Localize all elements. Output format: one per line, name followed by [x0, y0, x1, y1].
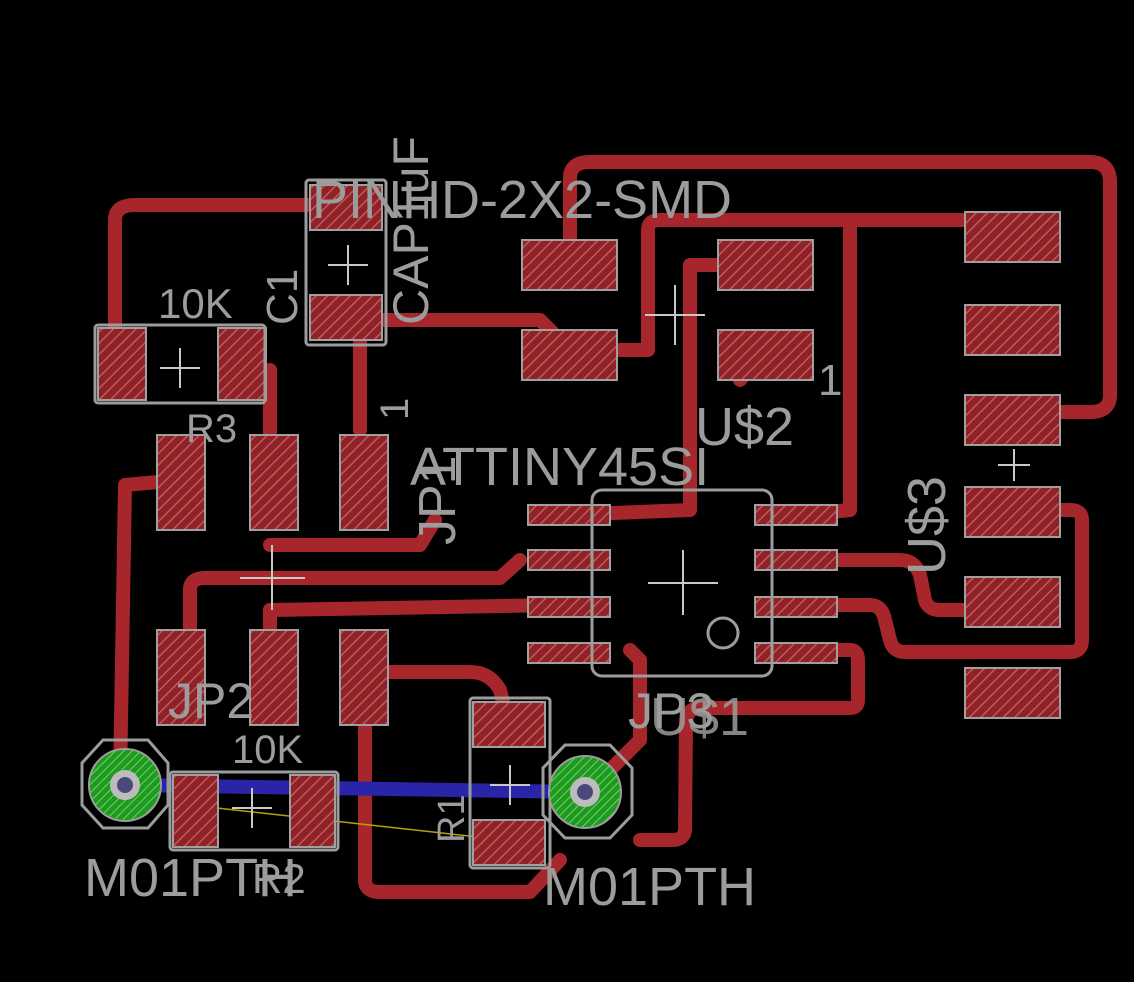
label-attiny: ATTINY45SI	[410, 437, 709, 497]
label-r2: R2	[252, 855, 306, 902]
label-jp2: JP2	[168, 673, 254, 729]
label-us2: U$2	[695, 397, 794, 457]
silkscreen-labels: PINHD-2X2-SMD CAP1uF C1 10K R3 1 1 JP1 A…	[84, 136, 957, 917]
airwire	[189, 804, 506, 841]
label-us3: U$3	[897, 476, 957, 575]
label-m01pth-left: M01PTH	[84, 848, 297, 908]
label-m01pth-right: M01PTH	[543, 857, 756, 917]
label-pinhd: PINHD-2X2-SMD	[312, 170, 732, 230]
label-pin1-b: 1	[373, 398, 417, 420]
smd-pads[interactable]	[97, 184, 1061, 866]
label-cap-value: CAP1uF	[383, 136, 439, 325]
label-us1: U$1	[650, 687, 749, 747]
label-jp1: JP1	[409, 455, 467, 545]
label-pin1-a: 1	[818, 356, 842, 405]
origin-crosses	[160, 245, 1030, 828]
label-r3-value: 10K	[158, 280, 233, 327]
via-left[interactable]	[88, 748, 162, 822]
label-r2-value: 10K	[232, 728, 303, 772]
label-c1: C1	[258, 269, 307, 325]
label-r1: R1	[431, 794, 473, 843]
label-r3: R3	[186, 407, 237, 451]
label-jp3: JP3	[628, 683, 714, 739]
via-right[interactable]	[548, 755, 622, 829]
